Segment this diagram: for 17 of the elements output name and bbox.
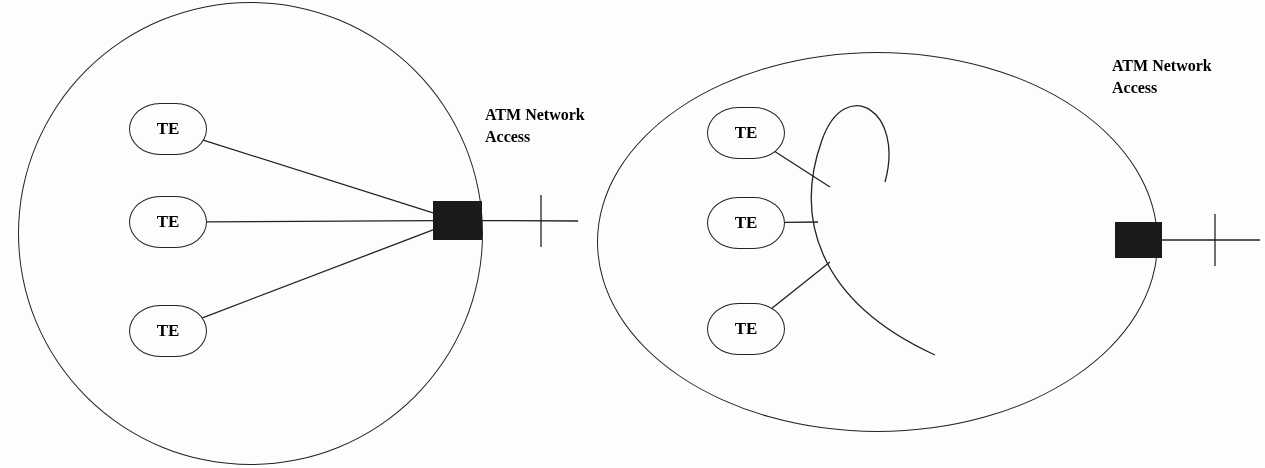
terminal-node: TE	[129, 305, 207, 357]
connector-line	[784, 221, 819, 224]
connector-line	[206, 220, 434, 223]
connector-line	[201, 229, 434, 319]
connector-line	[770, 261, 831, 310]
terminal-node: TE	[129, 103, 207, 155]
terminal-node: TE	[707, 303, 785, 355]
node-caption: ATM Network Access	[485, 105, 586, 147]
connector-line	[202, 139, 434, 214]
connector-line	[1161, 239, 1261, 241]
arc-line	[810, 105, 936, 356]
connector-line	[773, 150, 831, 188]
connector-line	[481, 219, 579, 222]
terminal-node: TE	[707, 107, 785, 159]
terminal-node: TE	[707, 197, 785, 249]
terminal-node: TE	[129, 196, 207, 248]
text-label: ATM Network Access	[1112, 56, 1213, 98]
